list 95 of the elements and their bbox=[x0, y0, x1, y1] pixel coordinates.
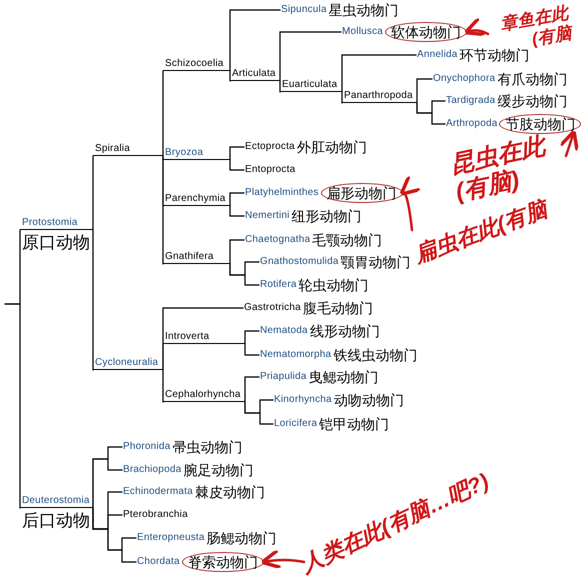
annotation-arrow bbox=[464, 16, 490, 37]
chinese-name: 帚虫动物门 bbox=[172, 439, 242, 455]
tree-branch bbox=[229, 146, 245, 161]
latin-name: Brachiopoda bbox=[122, 464, 182, 476]
chinese-name: 铠甲动物门 bbox=[319, 416, 390, 432]
latin-name: Nematomorpha bbox=[259, 349, 332, 361]
latin-name: Sipuncula bbox=[280, 4, 327, 16]
circled-chinese-name: 脊索动物门 bbox=[182, 552, 264, 572]
tree-branch bbox=[341, 91, 343, 104]
tree-branch bbox=[162, 343, 164, 371]
chinese-name: 颚胃动物门 bbox=[340, 254, 411, 270]
tree-branch bbox=[229, 205, 245, 217]
tree-branch bbox=[92, 458, 123, 509]
latin-name: Entoprocta bbox=[244, 164, 296, 176]
chinese-name: 毛颚动物门 bbox=[312, 232, 382, 248]
tree-branch bbox=[229, 192, 245, 207]
chinese-name: 星虫动物门 bbox=[328, 2, 399, 18]
handwritten-note: 人类在此(有脑…吧?) bbox=[296, 444, 546, 578]
chinese-name: 后口动物 bbox=[22, 511, 90, 530]
chinese-name: 外肛动物门 bbox=[296, 139, 367, 155]
chinese-name: 铁线虫动物门 bbox=[333, 347, 418, 363]
tree-branch bbox=[416, 102, 446, 125]
clade-name: Euarticulata bbox=[280, 78, 342, 92]
latin-name: Tardigrada bbox=[445, 95, 496, 107]
latin-name: Echinodermata bbox=[122, 486, 193, 498]
latin-name: Gnathostomulida bbox=[259, 256, 339, 268]
tree-branch bbox=[416, 78, 433, 104]
circled-chinese-name: 软体动物门 bbox=[385, 22, 468, 42]
clade-name: Cycloneuralia bbox=[93, 356, 163, 370]
clade-name: Schizocoelia bbox=[163, 57, 230, 71]
latin-name: Nemertini bbox=[244, 210, 290, 222]
chinese-name: 肠鳃动物门 bbox=[206, 530, 277, 546]
tree-branch bbox=[229, 239, 245, 265]
tree-branch bbox=[92, 507, 137, 563]
chinese-name: 原口动物 bbox=[22, 233, 90, 252]
tree-branch bbox=[341, 54, 417, 93]
tree-branch bbox=[162, 369, 164, 403]
chinese-name: 腹毛动物门 bbox=[302, 300, 373, 316]
annotation-arrow bbox=[260, 548, 306, 570]
latin-name: Enteropneusta bbox=[136, 532, 205, 544]
chinese-name: 棘皮动物门 bbox=[194, 484, 265, 500]
latin-name: Arthropoda bbox=[445, 118, 498, 130]
tree-branch bbox=[279, 80, 281, 93]
latin-name: Mollusca bbox=[341, 26, 384, 38]
clade-name: Cephalorhyncha bbox=[163, 388, 245, 402]
clade-name: Bryozoa bbox=[163, 146, 230, 160]
tree-branch bbox=[229, 9, 281, 72]
chinese-name: 曳鳃动物门 bbox=[308, 369, 378, 385]
latin-name: Priapulida bbox=[259, 371, 306, 383]
tree-branch bbox=[4, 303, 21, 509]
latin-name: Chaetognatha bbox=[244, 234, 310, 246]
tree-branch bbox=[162, 70, 164, 157]
clade-name: Parenchymia bbox=[163, 192, 230, 206]
clade-name: Spiralia bbox=[93, 142, 163, 156]
latin-name: Onychophora bbox=[432, 73, 496, 85]
tree-branch bbox=[244, 343, 260, 356]
clade-name: Deuterostomia bbox=[20, 494, 93, 508]
chinese-name: 纽形动物门 bbox=[292, 208, 362, 224]
latin-name: Phoronida bbox=[122, 441, 170, 453]
latin-name: Gastrotricha bbox=[243, 302, 301, 314]
clade-name: Panarthropoda bbox=[342, 89, 417, 103]
tree-branch bbox=[244, 401, 274, 425]
tree-branch bbox=[244, 330, 260, 345]
annotation-arrow bbox=[399, 176, 422, 232]
latin-name: Kinorhyncha bbox=[273, 394, 332, 406]
clade-name: Articulata bbox=[230, 67, 280, 81]
annotation-arrow bbox=[558, 130, 579, 158]
circled-chinese-name: 扁形动物门 bbox=[320, 183, 403, 203]
tree-branch bbox=[244, 376, 260, 403]
chinese-name: 缓步动物门 bbox=[497, 93, 568, 109]
tree-branch bbox=[162, 155, 164, 265]
chinese-name: 有爪动物门 bbox=[497, 71, 568, 87]
latin-name: Nematoda bbox=[259, 325, 308, 337]
chinese-name: 环节动物门 bbox=[460, 47, 530, 63]
tree-branch bbox=[229, 159, 245, 171]
chinese-name: 轮虫动物门 bbox=[298, 277, 369, 293]
tree-branch bbox=[92, 229, 94, 371]
clade-name: Protostomia bbox=[20, 216, 93, 230]
tree-branch bbox=[229, 263, 260, 286]
chinese-name: 动吻动物门 bbox=[334, 392, 404, 408]
tree-branch bbox=[229, 70, 231, 82]
latin-name: Ectoprocta bbox=[244, 141, 295, 153]
clade-name: Introverta bbox=[163, 330, 245, 344]
circled-chinese-name: 节肢动物门 bbox=[499, 114, 582, 134]
tree-branch bbox=[92, 155, 94, 231]
latin-name: Rotifera bbox=[259, 279, 297, 291]
latin-name: Annelida bbox=[416, 49, 458, 61]
latin-name: Pterobranchia bbox=[122, 509, 188, 521]
chinese-name: 线形动物门 bbox=[310, 323, 380, 339]
latin-name: Chordata bbox=[136, 556, 180, 568]
chinese-name: 腕足动物门 bbox=[183, 462, 254, 478]
latin-name: Loricifera bbox=[273, 418, 318, 430]
clade-name: Gnathifera bbox=[163, 250, 230, 264]
latin-name: Platyhelminthes bbox=[244, 187, 319, 199]
tree-branch bbox=[279, 31, 342, 82]
